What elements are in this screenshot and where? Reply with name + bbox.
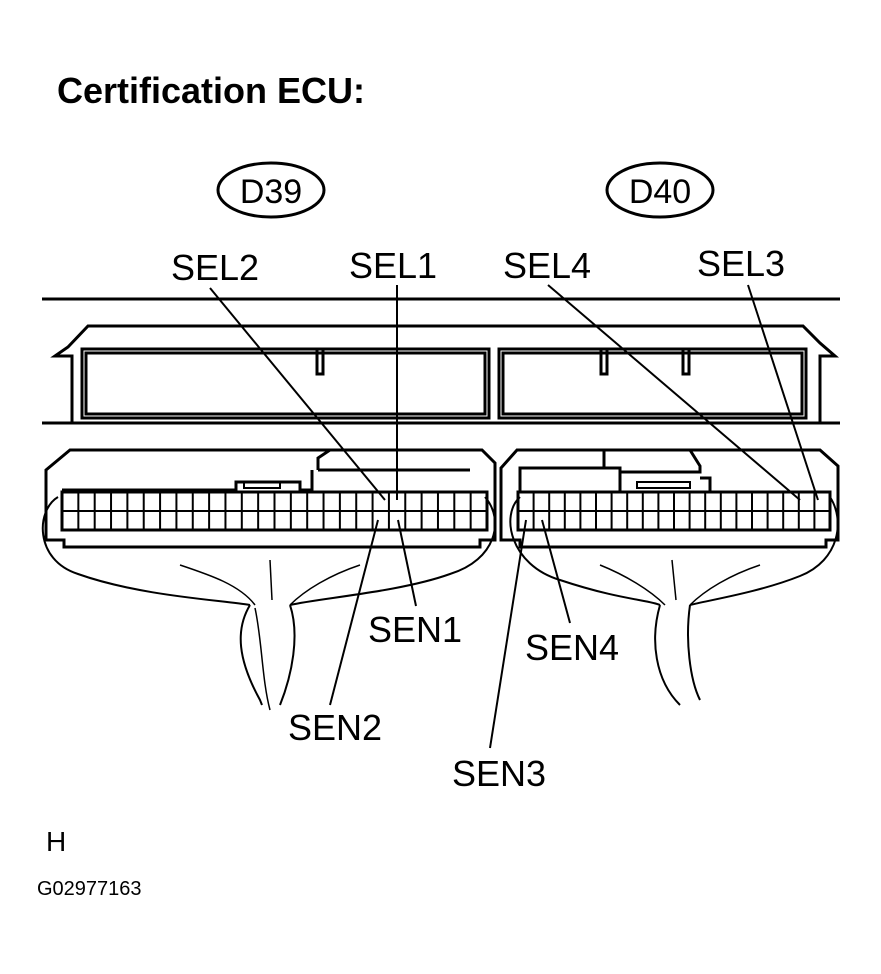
label-sen3: SEN3 bbox=[452, 753, 546, 794]
terminal-grid-d39 bbox=[62, 492, 487, 530]
leader-sel3 bbox=[747, 284, 819, 501]
label-sen4: SEN4 bbox=[525, 627, 619, 668]
connector-d40 bbox=[499, 448, 840, 549]
wire-harness bbox=[41, 496, 839, 711]
connector-id-d39-text: D39 bbox=[240, 173, 302, 211]
leader-sen1 bbox=[397, 519, 417, 607]
label-sel2: SEL2 bbox=[171, 247, 259, 288]
connector-id-d40: D40 bbox=[605, 161, 715, 219]
footer-letter: H bbox=[46, 826, 67, 857]
page-title: Certification ECU: bbox=[57, 70, 366, 111]
label-sen1: SEN1 bbox=[368, 609, 462, 650]
connector-d39 bbox=[44, 448, 497, 549]
ecu-housing bbox=[42, 297, 840, 425]
leader-sen4 bbox=[541, 519, 571, 624]
connector-id-d39: D39 bbox=[216, 161, 326, 219]
leader-lines bbox=[209, 284, 819, 749]
terminal-grid-d40 bbox=[518, 492, 830, 530]
leader-sel2 bbox=[209, 287, 386, 501]
leader-sen2 bbox=[329, 519, 379, 706]
label-sel4: SEL4 bbox=[503, 245, 591, 286]
connector-id-d40-text: D40 bbox=[629, 173, 691, 211]
leader-sel4 bbox=[547, 284, 801, 501]
leader-sen3 bbox=[489, 519, 527, 749]
label-sel1: SEL1 bbox=[349, 245, 437, 286]
figure-code: G02977163 bbox=[37, 878, 142, 900]
label-sel3: SEL3 bbox=[697, 243, 785, 284]
label-sen2: SEN2 bbox=[288, 707, 382, 748]
